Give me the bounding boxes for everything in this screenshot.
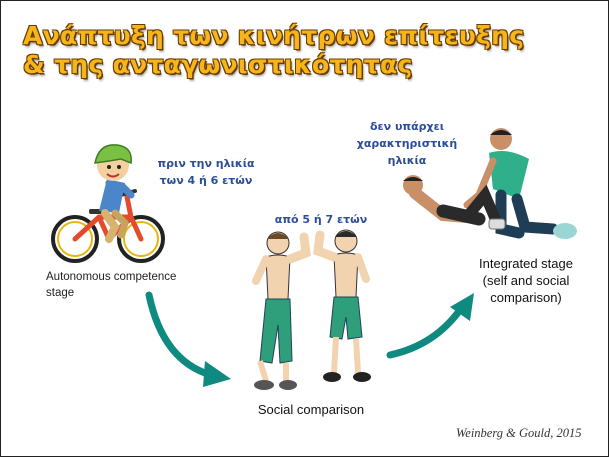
curved-arrow-1 xyxy=(145,291,231,387)
integrated-age-label: δεν υπάρχει χαρακτηριστική ηλικία xyxy=(356,120,458,167)
integrated-stage-label: Integrated stage (self and social compar… xyxy=(479,256,573,305)
child-on-bicycle-illustration xyxy=(51,144,165,263)
autonomous-stage-label: Autonomous competence stage xyxy=(46,271,177,299)
two-boys-flexing-illustration xyxy=(252,229,371,390)
slide-title: Ανάπτυξη των κινήτρων επίτευξης & της αν… xyxy=(23,21,524,79)
sit-up-partner-illustration xyxy=(403,128,577,239)
social-age-label: από 5 ή 7 ετών xyxy=(274,213,368,226)
social-stage-label: Social comparison xyxy=(257,402,365,417)
autonomous-age-label: πριν την ηλικία των 4 ή 6 ετών xyxy=(157,157,255,187)
curved-arrow-2 xyxy=(386,293,474,359)
title-line-2: & της ανταγωνιστικότητας xyxy=(23,50,413,79)
citation: Weinberg & Gould, 2015 xyxy=(456,426,582,440)
title-line-1: Ανάπτυξη των κινήτρων επίτευξης xyxy=(23,21,525,50)
